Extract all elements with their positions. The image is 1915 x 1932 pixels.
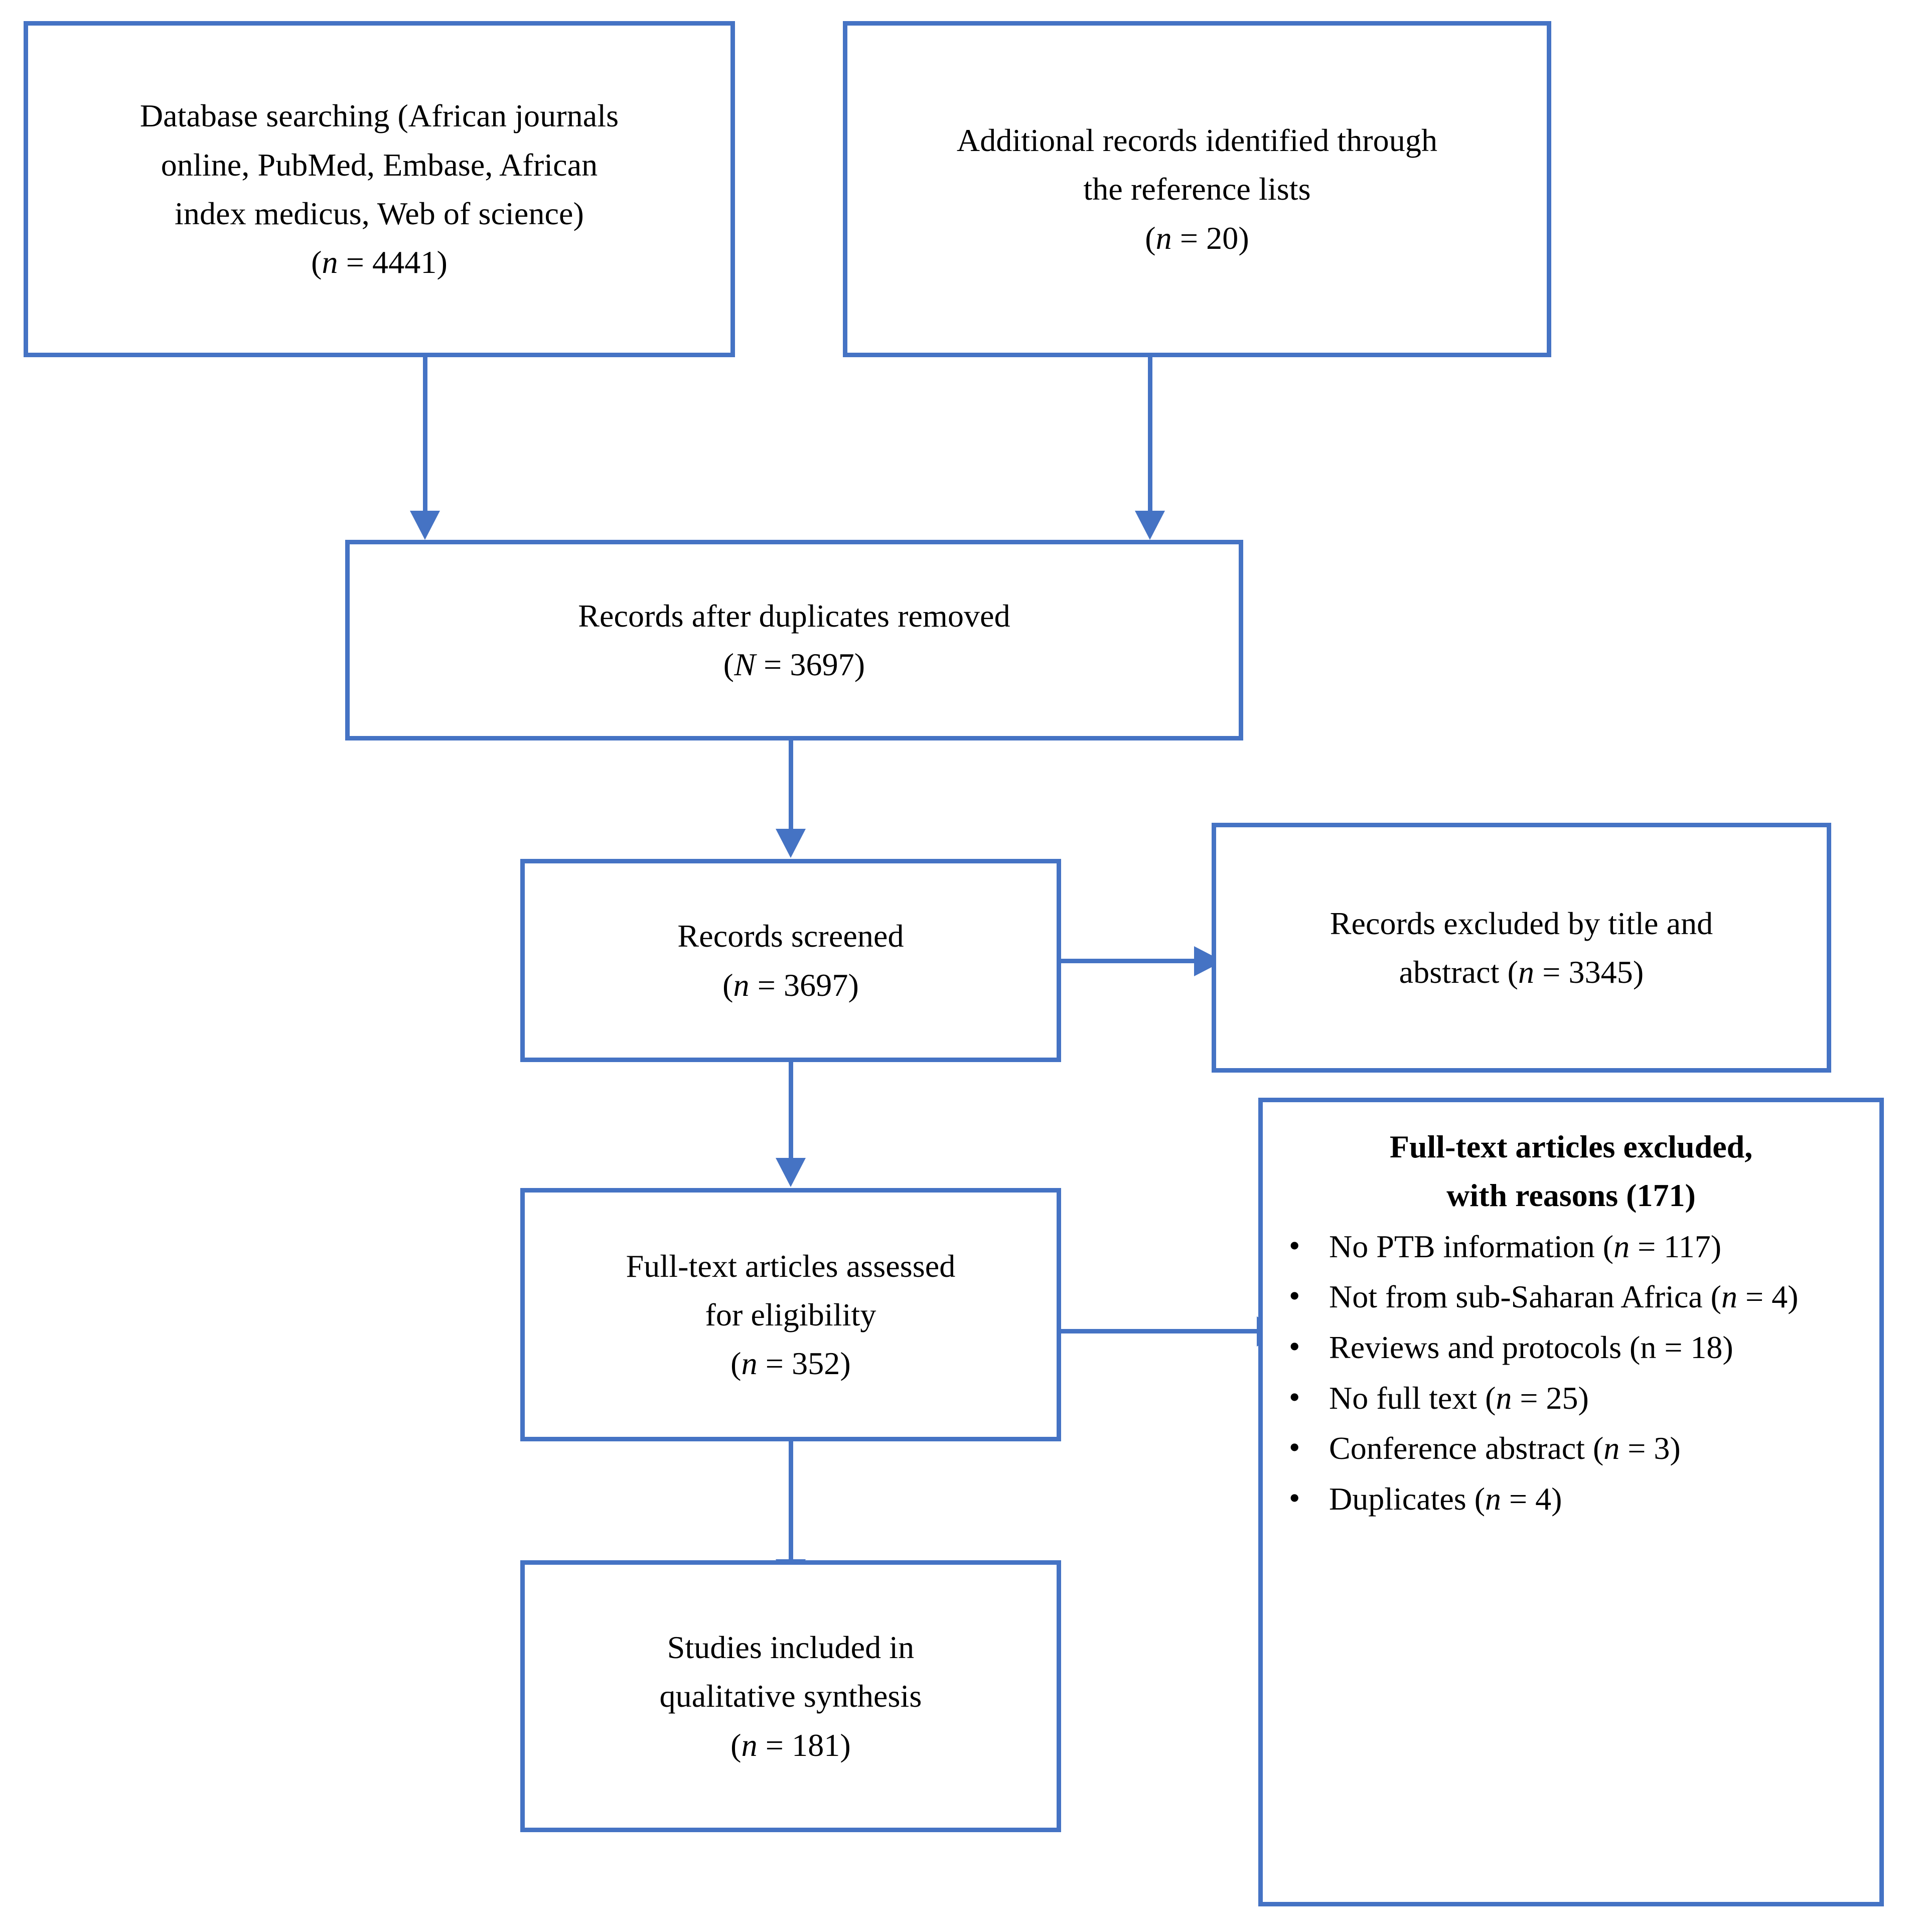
box-records-after-duplicates: Records after duplicates removed (N = 36… — [345, 540, 1243, 740]
paren-open: ( — [1145, 220, 1156, 256]
n-symbol: n — [1613, 1228, 1630, 1264]
box-studies-included: Studies included in qualitative synthesi… — [520, 1560, 1061, 1832]
arrowhead-db-to-duplicates — [410, 511, 440, 540]
bullet-icon: • — [1289, 1379, 1300, 1415]
reason-text-pre: Conference abstract ( — [1329, 1430, 1604, 1466]
reasons-title-line-2: with reasons (171) — [1446, 1177, 1696, 1214]
paren-open: ( — [722, 967, 733, 1003]
bullet-icon: • — [1289, 1328, 1300, 1364]
count-value: = 4441) — [338, 244, 448, 280]
records-screened-count: (n = 3697) — [722, 961, 859, 1009]
list-item: • Conference abstract (n = 3) — [1280, 1425, 1862, 1472]
arrowhead-screened-to-fulltext — [776, 1158, 806, 1187]
bullet-icon: • — [1289, 1278, 1300, 1314]
box-additional-records: Additional records identified through th… — [843, 21, 1551, 357]
connector-screened-to-fulltext — [789, 1062, 793, 1160]
bullet-icon: • — [1289, 1227, 1300, 1263]
n-symbol: n — [741, 1727, 758, 1763]
additional-records-line-1: Additional records identified through — [956, 122, 1438, 159]
database-searching-line-2: online, PubMed, Embase, African — [161, 146, 598, 183]
excluded-prefix: abstract ( — [1399, 954, 1518, 990]
reason-text-pre: Duplicates ( — [1329, 1481, 1485, 1517]
additional-records-line-2: the reference lists — [1083, 171, 1311, 207]
reason-text-pre: Reviews and protocols (n = 18) — [1329, 1329, 1733, 1365]
duplicates-removed-count: (N = 3697) — [723, 640, 865, 689]
box-fulltext-excluded-reasons: Full-text articles excluded, with reason… — [1258, 1098, 1884, 1906]
bullet-icon: • — [1289, 1429, 1300, 1465]
count-value: = 3697) — [756, 647, 865, 682]
paren-open: ( — [730, 1727, 742, 1763]
connector-db-to-duplicates — [423, 357, 427, 514]
reason-text-pre: Not from sub-Saharan Africa ( — [1329, 1279, 1721, 1315]
N-symbol: N — [734, 647, 756, 682]
fulltext-assessed-count: (n = 352) — [730, 1339, 851, 1388]
database-searching-count: (n = 4441) — [311, 238, 448, 286]
arrowhead-duplicates-to-screened — [776, 829, 806, 858]
studies-included-line-2: qualitative synthesis — [659, 1678, 922, 1714]
connector-screened-to-excluded — [1061, 959, 1212, 963]
paren-open: ( — [311, 244, 322, 280]
reason-text-post: = 4) — [1737, 1279, 1799, 1315]
fulltext-assessed-line-1: Full-text articles assessed — [626, 1248, 956, 1284]
n-symbol: n — [1155, 220, 1172, 256]
studies-included-count: (n = 181) — [730, 1721, 851, 1769]
box-database-searching: Database searching (African journals onl… — [24, 21, 735, 357]
connector-fulltext-to-included — [789, 1441, 793, 1562]
count-value: = 20) — [1171, 220, 1249, 256]
reason-text-post: = 25) — [1512, 1380, 1589, 1416]
duplicates-removed-line-1: Records after duplicates removed — [578, 598, 1010, 634]
count-value: = 352) — [757, 1346, 851, 1382]
reasons-list: •No PTB information (n = 117) •Not from … — [1280, 1223, 1862, 1523]
box-records-screened: Records screened (n = 3697) — [520, 859, 1061, 1062]
n-symbol: n — [741, 1346, 758, 1382]
additional-records-count: (n = 20) — [1145, 214, 1249, 262]
database-searching-line-3: index medicus, Web of science) — [175, 196, 584, 231]
reason-text-post: = 4) — [1501, 1481, 1562, 1517]
reason-text-post: = 3) — [1619, 1430, 1681, 1466]
count-value: = 3697) — [749, 967, 859, 1003]
reason-text-pre: No full text ( — [1329, 1380, 1496, 1416]
records-excluded-line-2: abstract (n = 3345) — [1399, 948, 1644, 996]
paren-open: ( — [730, 1346, 742, 1382]
bullet-icon: • — [1289, 1480, 1300, 1516]
connector-fulltext-to-reasons — [1061, 1329, 1274, 1333]
records-excluded-line-1: Records excluded by title and — [1330, 905, 1713, 941]
list-item: • No PTB information (n = 117) — [1280, 1223, 1862, 1271]
list-item: • Not from sub-Saharan Africa (n = 4) — [1280, 1273, 1862, 1321]
box-fulltext-assessed: Full-text articles assessed for eligibil… — [520, 1188, 1061, 1441]
list-item: • Duplicates (n = 4) — [1280, 1475, 1862, 1523]
count-value: = 3345) — [1534, 954, 1644, 990]
n-symbol: n — [1518, 954, 1535, 990]
list-item: • No full text (n = 25) — [1280, 1375, 1862, 1422]
n-symbol: n — [322, 244, 338, 280]
count-value: = 181) — [757, 1727, 851, 1763]
box-records-excluded: Records excluded by title and abstract (… — [1212, 823, 1831, 1073]
n-symbol: n — [733, 967, 750, 1003]
arrowhead-additional-to-duplicates — [1135, 511, 1165, 540]
reason-text-pre: No PTB information ( — [1329, 1228, 1614, 1264]
reason-text-post: = 117) — [1630, 1228, 1722, 1264]
n-symbol: n — [1485, 1481, 1501, 1517]
connector-additional-to-duplicates — [1148, 357, 1152, 514]
reasons-title-line-1: Full-text articles excluded, — [1389, 1129, 1753, 1164]
paren-open: ( — [723, 647, 734, 682]
fulltext-assessed-line-2: for eligibility — [705, 1296, 876, 1332]
n-symbol: n — [1496, 1380, 1512, 1416]
connector-duplicates-to-screened — [789, 740, 793, 831]
list-item: • Reviews and protocols (n = 18) — [1280, 1324, 1862, 1372]
n-symbol: n — [1721, 1279, 1737, 1315]
records-screened-line-1: Records screened — [677, 918, 904, 954]
database-searching-line-1: Database searching (African journals — [139, 98, 619, 134]
studies-included-line-1: Studies included in — [667, 1629, 915, 1666]
n-symbol: n — [1603, 1430, 1620, 1466]
